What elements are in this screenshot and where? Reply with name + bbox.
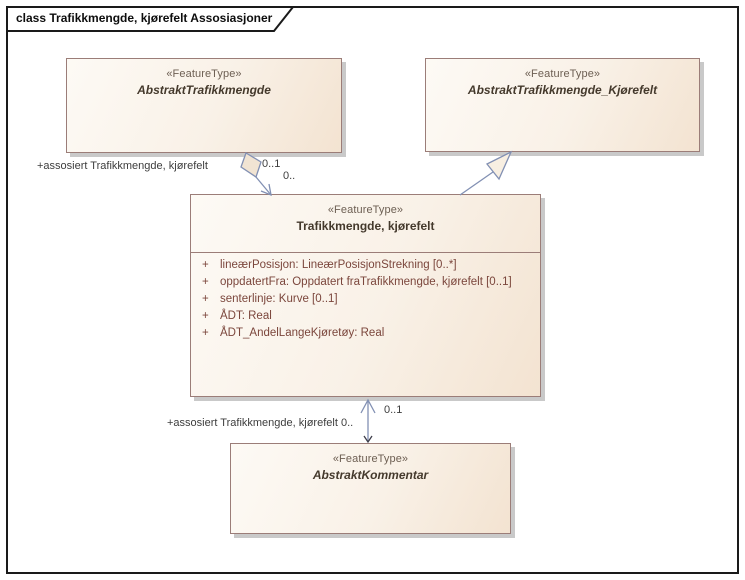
diagram-frame <box>6 6 739 574</box>
stereotype-label: «FeatureType» <box>524 68 601 80</box>
attribute-visibility: + <box>202 276 209 288</box>
attribute-row: + lineærPosisjon: LineærPosisjonStreknin… <box>191 259 540 276</box>
stereotype-label: «FeatureType» <box>332 453 409 465</box>
attribute-text: oppdatertFra: Oppdatert fraTrafikkmengde… <box>220 276 512 288</box>
attribute-row: + ÅDT: Real <box>191 310 540 327</box>
attribute-row: + senterlinje: Kurve [0..1] <box>191 293 540 310</box>
class-abstrakt-kommentar[interactable]: «FeatureType» AbstraktKommentar <box>230 443 511 534</box>
attribute-text: ÅDT: Real <box>220 310 272 322</box>
attribute-text: ÅDT_AndelLangeKjøretøy: Real <box>220 327 385 339</box>
attribute-text: lineærPosisjon: LineærPosisjonStrekning … <box>220 259 457 271</box>
attribute-visibility: + <box>202 259 209 271</box>
frame-title: class Trafikkmengde, kjørefelt Assosiasj… <box>16 11 273 25</box>
multiplicity-label: 0..1 <box>262 158 281 170</box>
attribute-visibility: + <box>202 310 209 322</box>
class-name: AbstraktKommentar <box>312 468 429 482</box>
stereotype-label: «FeatureType» <box>327 204 404 216</box>
association-role-label: +assosiert Trafikkmengde, kjørefelt <box>167 417 338 429</box>
multiplicity-label: 0.. <box>283 170 296 182</box>
attribute-visibility: + <box>202 293 209 305</box>
multiplicity-label: 0..1 <box>384 404 403 416</box>
class-abstrakt-trafikkmengde[interactable]: «FeatureType» AbstraktTrafikkmengde <box>66 58 342 153</box>
multiplicity-label: 0.. <box>341 417 354 429</box>
class-name: AbstraktTrafikkmengde <box>137 83 271 97</box>
class-header: «FeatureType» Trafikkmengde, kjørefelt <box>191 204 540 252</box>
class-abstrakt-trafikkmengde-kjorefelt[interactable]: «FeatureType» AbstraktTrafikkmengde_Kjør… <box>425 58 700 152</box>
class-name: Trafikkmengde, kjørefelt <box>296 219 435 233</box>
attributes-compartment: + lineærPosisjon: LineærPosisjonStreknin… <box>191 252 540 344</box>
class-name: AbstraktTrafikkmengde_Kjørefelt <box>467 83 658 97</box>
attribute-row: + oppdatertFra: Oppdatert fraTrafikkmeng… <box>191 276 540 293</box>
stereotype-label: «FeatureType» <box>166 68 242 80</box>
attribute-text: senterlinje: Kurve [0..1] <box>220 293 338 305</box>
class-trafikkmengde-kjorefelt[interactable]: «FeatureType» Trafikkmengde, kjørefelt +… <box>190 194 541 397</box>
association-role-label: +assosiert Trafikkmengde, kjørefelt <box>37 160 208 172</box>
attribute-visibility: + <box>202 327 209 339</box>
attribute-row: + ÅDT_AndelLangeKjøretøy: Real <box>191 327 540 344</box>
